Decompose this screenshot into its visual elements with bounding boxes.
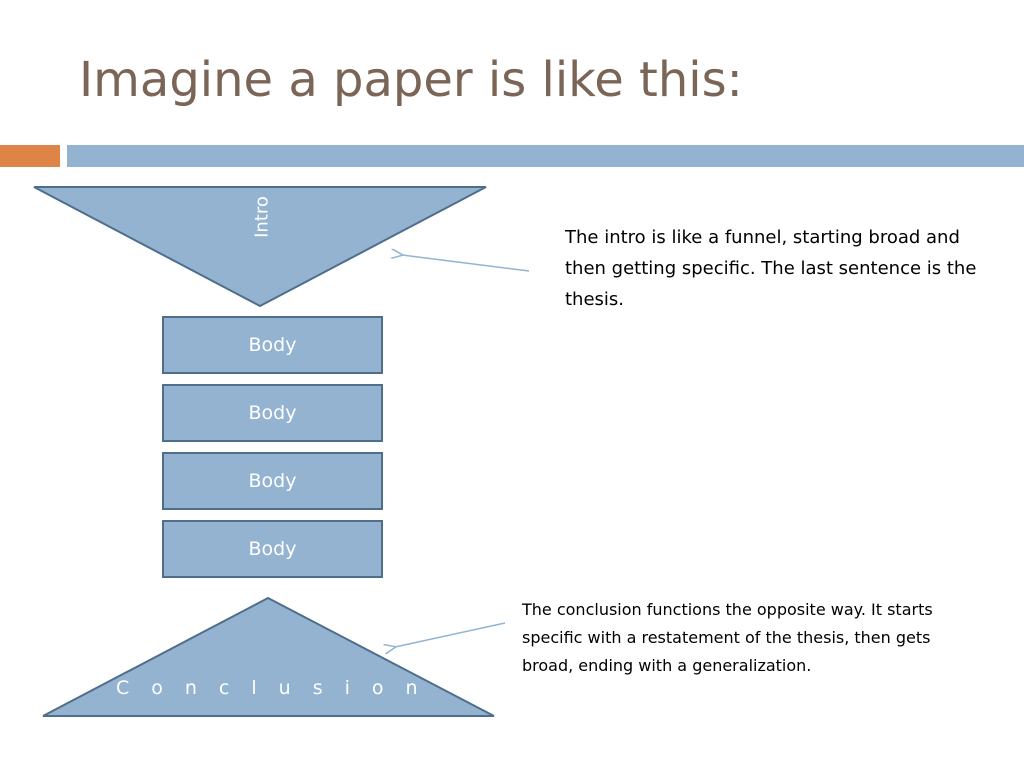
body-box-1: Body <box>162 316 383 374</box>
conclusion-arrow <box>395 622 506 647</box>
intro-label: Intro <box>251 196 273 238</box>
body-box-3: Body <box>162 452 383 510</box>
conclusion-label: Conclusion <box>116 677 440 699</box>
intro-note: The intro is like a funnel, starting bro… <box>565 227 977 310</box>
body-box-4: Body <box>162 520 383 578</box>
intro-arrow <box>402 255 530 272</box>
accent-bar-blue <box>67 145 1024 167</box>
accent-bar-orange <box>0 145 60 167</box>
intro-funnel-triangle <box>33 186 487 308</box>
body-box-2: Body <box>162 384 383 442</box>
conclusion-note: The conclusion functions the opposite wa… <box>522 600 933 675</box>
conclusion-triangle <box>42 596 495 717</box>
slide-title: Imagine a paper is like this: <box>79 52 743 108</box>
